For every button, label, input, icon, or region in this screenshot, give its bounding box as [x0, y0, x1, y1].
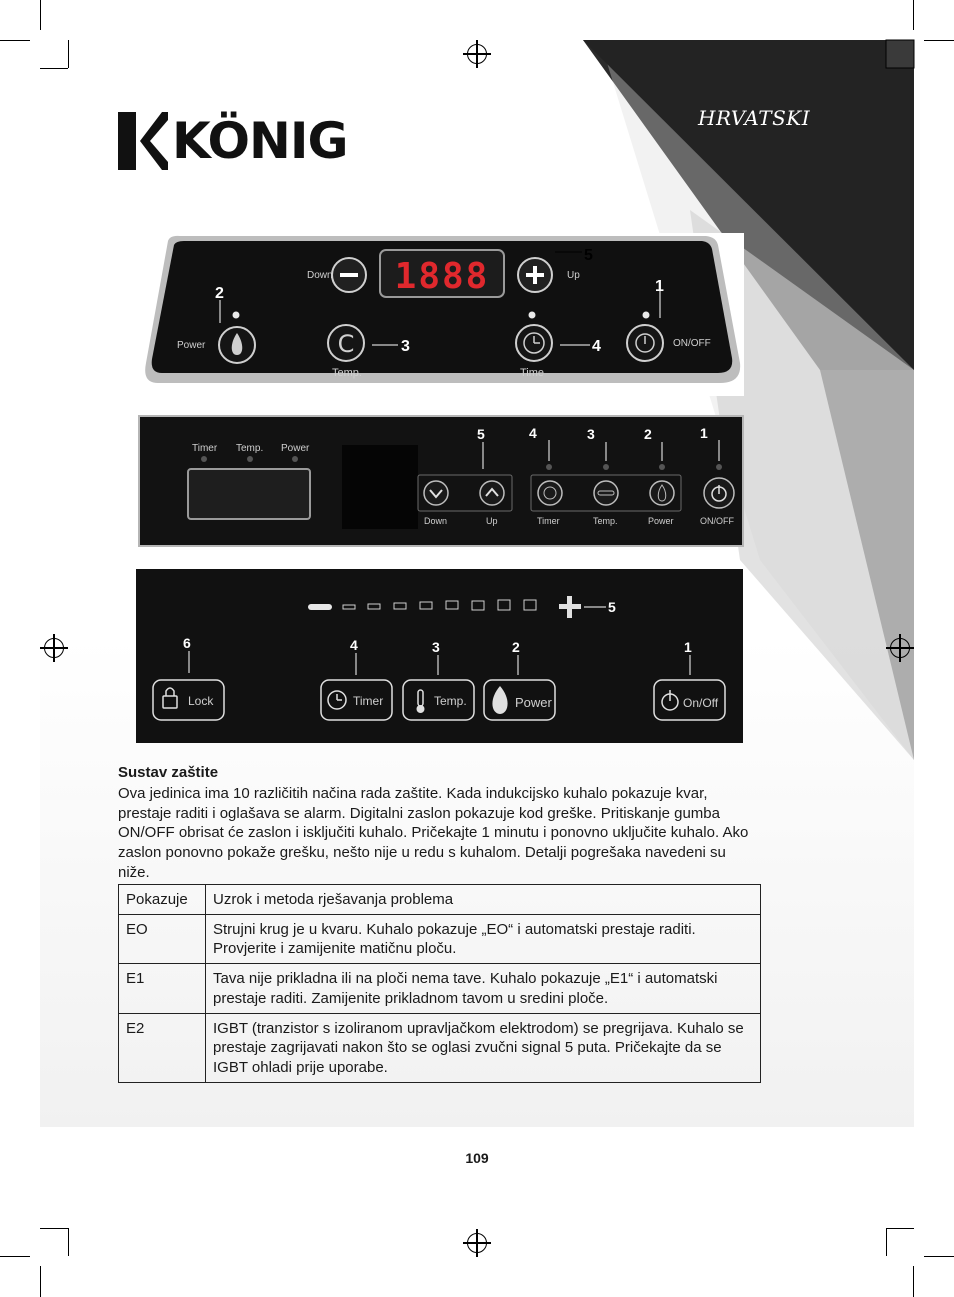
temp-label: Temp. [332, 367, 362, 379]
callout-5: 5 [608, 599, 616, 615]
crop-mark [886, 1228, 914, 1229]
down-button [423, 480, 449, 506]
table-row: E2 IGBT (tranzistor s izoliranom upravlj… [118, 1012, 761, 1083]
svg-text:Timer: Timer [192, 443, 218, 454]
callout-5: 5 [477, 426, 485, 442]
callout-4: 4 [350, 637, 358, 653]
onoff-label: ON/OFF [673, 338, 711, 349]
callout-3: 3 [432, 639, 440, 655]
registration-mark [463, 1229, 491, 1257]
timer-button [537, 480, 563, 506]
table-header-row: Pokazuje Uzrok i metoda rješavanja probl… [118, 884, 761, 915]
crop-mark [924, 40, 954, 41]
svg-text:Down: Down [424, 516, 447, 526]
svg-text:ON/OFF: ON/OFF [700, 516, 734, 526]
callout-5: 5 [584, 247, 593, 264]
section-body: Ova jedinica ima 10 različitih načina ra… [118, 785, 749, 881]
callout-4: 4 [592, 338, 601, 355]
callout-2: 2 [215, 285, 224, 302]
registration-mark [40, 634, 68, 662]
callout-6: 6 [183, 635, 191, 651]
error-code: E2 [118, 1012, 206, 1083]
svg-text:Power: Power [648, 516, 674, 526]
crop-mark [40, 68, 68, 69]
crop-mark [40, 1266, 41, 1297]
callout-4: 4 [529, 425, 537, 441]
crop-mark [913, 1266, 914, 1297]
brand-logo: KÖNIG [172, 112, 348, 170]
registration-mark [463, 40, 491, 68]
crop-mark [68, 40, 69, 68]
svg-text:Timer: Timer [537, 516, 560, 526]
section-title: Sustav zaštite [118, 764, 219, 781]
table-header-cell: Uzrok i metoda rješavanja problema [205, 884, 761, 915]
svg-text:On/Off: On/Off [683, 696, 719, 710]
crop-mark [0, 40, 30, 41]
crop-mark [40, 1228, 68, 1229]
crop-mark [913, 0, 914, 30]
svg-text:Temp.: Temp. [236, 443, 263, 454]
svg-text:Power: Power [281, 443, 310, 454]
error-code: E1 [118, 963, 206, 1014]
callout-1: 1 [684, 639, 692, 655]
error-description: Strujni krug je u kvaru. Kuhalo pokazuje… [205, 913, 761, 965]
panel1-display: 1888 [395, 256, 490, 297]
panel2-display [187, 468, 311, 520]
up-button [479, 480, 505, 506]
svg-text:Lock: Lock [188, 694, 214, 708]
language-label: HRVATSKI [698, 106, 811, 130]
error-table: Pokazuje Uzrok i metoda rješavanja probl… [118, 884, 761, 1083]
svg-text:Up: Up [486, 516, 498, 526]
konig-logo-icon [118, 112, 168, 170]
lock-button [152, 679, 225, 721]
control-panel-1: 1888 Down Up Power C Temp. Time ON/OFF 2… [140, 233, 744, 396]
control-panel-2: Timer Temp. Power Down Up Timer Temp. Po… [138, 415, 744, 547]
crop-mark [40, 0, 41, 30]
error-description: IGBT (tranzistor s izoliranom upravljačk… [205, 1012, 761, 1083]
callout-3: 3 [401, 338, 410, 355]
power-button [483, 679, 556, 721]
crop-mark [68, 1228, 69, 1256]
callout-2: 2 [644, 426, 652, 442]
temp-button [593, 480, 619, 506]
table-row: E1 Tava nije prikladna ili na ploči nema… [118, 963, 761, 1014]
time-label: Time [520, 367, 544, 379]
callout-3: 3 [587, 426, 595, 442]
table-row: EO Strujni krug je u kvaru. Kuhalo pokaz… [118, 913, 761, 965]
onoff-button [653, 679, 726, 721]
svg-text:C: C [338, 330, 355, 358]
error-description: Tava nije prikladna ili na ploči nema ta… [205, 963, 761, 1014]
timer-button [320, 679, 393, 721]
table-header-cell: Pokazuje [118, 884, 206, 915]
crop-mark [886, 1228, 887, 1256]
power-label: Power [177, 340, 206, 351]
callout-1: 1 [655, 278, 664, 295]
up-label: Up [567, 270, 580, 281]
callout-1: 1 [700, 425, 708, 441]
callout-2: 2 [512, 639, 520, 655]
svg-text:Temp.: Temp. [434, 694, 467, 708]
crop-mark [924, 1256, 954, 1257]
page-number: 109 [465, 1150, 489, 1166]
down-label: Down [307, 270, 333, 281]
power-button [649, 480, 675, 506]
error-code: EO [118, 913, 206, 965]
control-panel-3: 5 Lock Timer Temp. Power On/Off 6 4 3 2 … [136, 569, 743, 743]
crop-mark [0, 1256, 30, 1257]
svg-text:Power: Power [515, 695, 553, 710]
registration-mark [886, 634, 914, 662]
temp-button [402, 679, 475, 721]
temp-button [327, 324, 365, 362]
svg-text:Temp.: Temp. [593, 516, 618, 526]
svg-text:Timer: Timer [353, 694, 383, 708]
